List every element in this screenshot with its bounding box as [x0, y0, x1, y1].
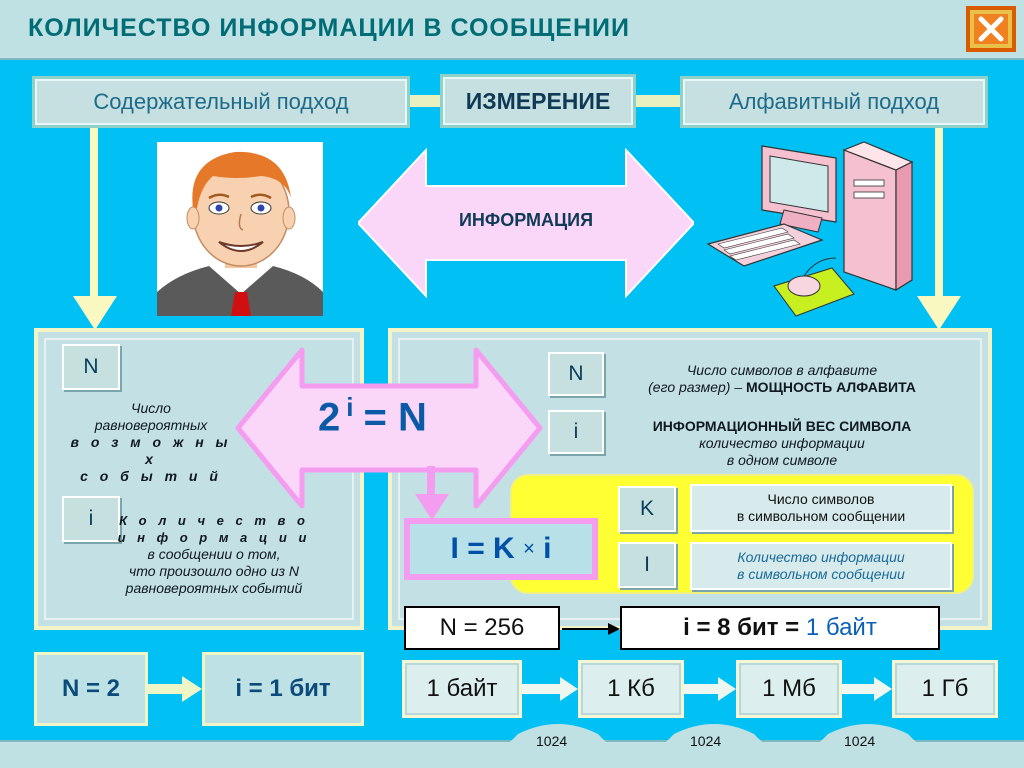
mb-to-gb-arrow: [842, 677, 892, 701]
n256-box: N = 256: [404, 606, 560, 650]
title-bar: [0, 0, 1024, 60]
person-illustration: [157, 142, 323, 316]
header-connector-right: [636, 95, 680, 107]
i-description-left: К о л и ч е с т в о и н ф о р м а ц и и …: [117, 513, 311, 596]
factor-bracket-3: [788, 724, 948, 768]
information-label: ИНФОРМАЦИЯ: [458, 210, 594, 230]
byte-to-kb-arrow: [522, 677, 578, 701]
computer-illustration: [706, 141, 914, 317]
unit-byte: 1 байт: [402, 660, 522, 718]
factor-label-2: 1024: [690, 733, 722, 749]
i-tag-right: i: [548, 410, 604, 454]
close-button[interactable]: [966, 6, 1016, 52]
factor-label-1: 1024: [536, 733, 568, 749]
header-connector-left: [410, 95, 440, 107]
n256-to-i8-arrow: [562, 623, 620, 635]
factor-bracket-1: [478, 724, 638, 768]
i-description-right: ИНФОРМАЦИОННЫЙ ВЕС СИМВОЛА количество ин…: [652, 418, 912, 468]
kb-to-mb-arrow: [684, 677, 736, 701]
n2-to-i1-arrow: [148, 676, 202, 702]
factor-bracket-2: [634, 724, 794, 768]
k-description: Число символов в символьном сообщении: [690, 484, 952, 532]
factor-label-3: 1024: [844, 733, 876, 749]
i-tag-left: i: [62, 496, 120, 542]
unit-mb: 1 Мб: [736, 660, 842, 718]
n-tag-right: N: [548, 352, 604, 396]
l-tag: I: [618, 542, 676, 588]
i1-box: i = 1 бит: [202, 652, 364, 726]
l-description: Количество информации в символьном сообщ…: [690, 542, 952, 590]
page-title: КОЛИЧЕСТВО ИНФОРМАЦИИ В СООБЩЕНИИ: [28, 14, 630, 42]
content-approach-box: Содержательный подход: [32, 76, 410, 128]
close-x-icon: [978, 16, 1004, 42]
i8-box: i = 8 бит = 1 байт: [620, 606, 940, 650]
left-down-arrow: [73, 128, 117, 330]
n-description-right: Число символов в алфавите (его размер) –…: [648, 362, 916, 395]
right-down-arrow: [917, 128, 961, 330]
unit-kb: 1 Кб: [578, 660, 684, 718]
n-tag-left: N: [62, 344, 120, 390]
n2-box: N = 2: [34, 652, 148, 726]
information-double-arrow: [358, 148, 694, 298]
formula-down-arrow: [415, 466, 449, 520]
alphabet-approach-box: Алфавитный подход: [680, 76, 988, 128]
measurement-box: ИЗМЕРЕНИЕ: [440, 74, 636, 128]
ik-formula-box: I = K × i: [404, 518, 598, 580]
k-tag: K: [618, 486, 676, 532]
unit-gb: 1 Гб: [892, 660, 998, 718]
main-formula-arrow: [235, 347, 543, 509]
n-description-left: Число равновероятных в о з м о ж н ы х с…: [70, 400, 232, 484]
